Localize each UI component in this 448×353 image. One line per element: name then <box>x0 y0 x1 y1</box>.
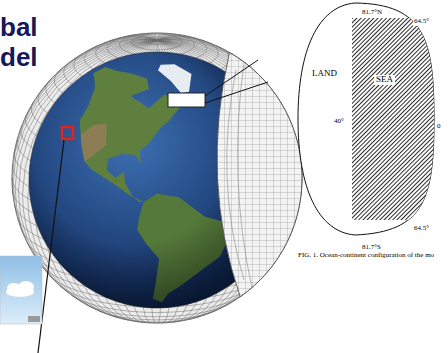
text-holder: SEA <box>374 68 395 86</box>
red-box <box>62 127 73 139</box>
text-holder: 0 <box>436 114 442 132</box>
text-holder: 40° <box>333 109 345 127</box>
latitude-label: 81.7°S <box>361 244 382 252</box>
leader-line <box>205 82 268 103</box>
longitude-label: 0 <box>436 123 442 131</box>
sea-hatching <box>352 18 432 220</box>
text-holder: 64.5° <box>413 216 430 234</box>
text-holder: 81.7°N <box>361 0 383 18</box>
cutaway-face <box>217 52 302 296</box>
text-holder: 64.5° <box>413 9 430 27</box>
land-region: SEA LAND <box>297 2 439 237</box>
label-box <box>168 93 205 107</box>
region-label: SEA <box>374 75 395 85</box>
sea-hatching <box>352 18 442 220</box>
text-holder: bal <box>0 14 38 40</box>
model-grid <box>12 33 302 323</box>
region-label: LAND <box>312 69 337 79</box>
title-fragment: bal <box>0 14 38 40</box>
latitude-label: 81.7°N <box>361 9 383 17</box>
sea-region: SEA <box>352 18 432 220</box>
title-fragment: del <box>0 44 38 70</box>
leader-line <box>205 60 258 96</box>
figure-caption: FIG. 1. Ocean-continent configuration of… <box>298 252 434 260</box>
shell-layers <box>227 62 252 288</box>
text-holder: FIG. 1. Ocean-continent configuration of… <box>298 243 434 261</box>
text-holder: del <box>0 44 38 70</box>
longitude-label: 40° <box>333 118 345 126</box>
globe <box>12 33 302 323</box>
inset-photo <box>0 256 42 324</box>
latitude-label: 64.5° <box>413 18 430 26</box>
text-holder: 81.7°S <box>361 235 382 253</box>
cloud <box>18 281 34 293</box>
text-holder: LAND <box>312 62 337 80</box>
logo <box>28 316 40 322</box>
latitude-label: 64.5° <box>413 225 430 233</box>
sky-photo <box>0 256 42 324</box>
model-shell <box>12 33 302 323</box>
